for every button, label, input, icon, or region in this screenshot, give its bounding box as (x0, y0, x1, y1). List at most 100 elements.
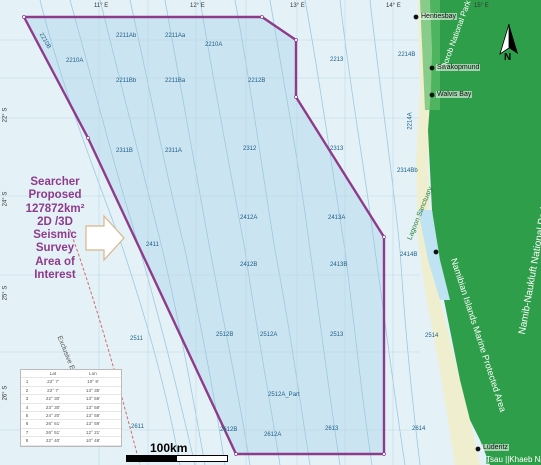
table-cell: 22° 40' (45, 438, 61, 444)
table-row: 6 26° 51' 13° 59' (21, 420, 121, 429)
table-cell: 13° 59' (85, 421, 101, 427)
table-cell: 22° 7' (47, 387, 59, 393)
block-label: 2214B (398, 52, 416, 58)
block-label: 2512B (216, 332, 234, 338)
table-row: 7 26° 51' 12° 21' (21, 429, 121, 438)
callout-line: Proposed (28, 189, 82, 202)
north-arrow-icon (499, 24, 518, 55)
table-cell: 26° 51' (45, 429, 61, 435)
table-cell: Lon (89, 371, 97, 376)
block-label: 2512A (260, 332, 278, 338)
table-cell: 7 (25, 429, 29, 435)
table-cell: 1 (25, 379, 29, 385)
table-cell: 13° 58' (85, 412, 101, 418)
block-label: 2210A (205, 42, 223, 48)
lat-label-22: 22° S (2, 107, 9, 123)
table-cell: 6 (25, 421, 29, 427)
block-label: 2412A (240, 215, 258, 221)
block-label: 2613 (325, 426, 339, 432)
town-label-luderitz: Lüderitz (482, 444, 509, 451)
lagoon-sanctuary-area (418, 210, 450, 300)
scale-label: 100km (150, 441, 188, 455)
block-label: 2214A (407, 112, 414, 130)
tsau-park-label: Tsau ||Khaeb National Park (486, 455, 541, 464)
lon-label-14: 14° E (386, 3, 401, 9)
block-label: 2211Ba (165, 78, 186, 84)
callout-line: Area of (35, 255, 75, 268)
lon-label-11: 11° E (94, 3, 109, 9)
block-label: 2210A (66, 58, 84, 64)
dorob-park-area (420, 0, 440, 110)
callout-line: 127872km² (25, 202, 85, 215)
table-cell: 10° 9' (87, 379, 99, 385)
lat-label-25: 25° S (2, 285, 9, 301)
table-cell: 23° 30' (45, 404, 61, 410)
block-label: 2211Aa (165, 33, 186, 39)
block-label: 2313 (330, 146, 344, 152)
block-label: 2611 (131, 424, 144, 430)
table-cell: 8 (25, 438, 29, 444)
land (428, 0, 541, 465)
block-label: 2311A (165, 148, 182, 154)
lon-label-15: 15° E (474, 3, 489, 9)
table-row: 3 22° 30' 13° 58' (21, 395, 121, 404)
town-label-walvis-bay: Walvis Bay (436, 91, 473, 98)
table-cell: 10° 48' (85, 438, 101, 444)
table-row: 4 23° 30' 13° 58' (21, 404, 121, 412)
table-cell: 13° 35' (85, 387, 101, 393)
block-label: 2412B (240, 262, 258, 268)
callout-line: Searcher (30, 176, 80, 188)
block-label: 2414B (400, 252, 418, 258)
coordinates-table: Lat Lon 1 22° 7' 10° 9' 2 22° 7' 13° 35'… (20, 369, 122, 447)
block-label: 2211Ab (116, 33, 137, 39)
town-label-swakopmund: Swakopmund (436, 64, 481, 71)
block-label: 2413B (330, 262, 348, 268)
table-cell: 12° 21' (85, 429, 101, 435)
callout-line: Survey (35, 242, 75, 255)
block-label: 2514 (425, 333, 439, 339)
table-cell: 26° 51' (45, 421, 61, 427)
scale-bar (126, 455, 228, 462)
lon-label-12: 12° E (190, 3, 205, 9)
town-markers (413, 14, 481, 452)
table-row: 1 22° 7' 10° 9' (21, 378, 121, 387)
survey-area-fill (24, 17, 384, 454)
north-label: N (504, 52, 512, 63)
callout-line: 2D /3D (37, 215, 73, 228)
table-cell: 24° 20' (45, 412, 61, 418)
survey-callout: Searcher Proposed 127872km² 2D /3D Seism… (2, 176, 108, 282)
town-label-hentiesbay: Hentiesbay (420, 13, 458, 20)
callout-line: Seismic (33, 229, 77, 242)
eez-line (69, 229, 141, 465)
block-label: 2413A (328, 215, 346, 221)
table-cell: 22° 7' (47, 379, 59, 385)
table-cell: 5 (25, 412, 29, 418)
lon-label-13: 13° E (290, 3, 305, 9)
block-label: 2612A (264, 432, 282, 438)
block-label: 2614 (412, 426, 426, 432)
table-cell: 2 (25, 387, 29, 393)
block-label: 2211Bb (116, 78, 137, 84)
table-cell: 13° 58' (85, 404, 101, 410)
block-label: 2511 (130, 336, 143, 342)
block-label: 2512A_Part (268, 392, 300, 398)
table-row: 8 22° 40' 10° 48' (21, 437, 121, 446)
block-label: 2612B (220, 427, 238, 433)
table-cell (21, 370, 33, 377)
table-row: 2 22° 7' 13° 35' (21, 387, 121, 396)
block-label: 2513 (330, 332, 344, 338)
table-cell: Lat (49, 371, 57, 376)
table-cell: 3 (25, 396, 29, 402)
table-row: 5 24° 20' 13° 58' (21, 412, 121, 421)
table-header: Lat Lon (21, 370, 121, 379)
block-label: 2411 (146, 242, 159, 248)
callout-arrow (85, 214, 125, 262)
block-label: 2312 (243, 146, 257, 152)
lat-label-26: 26° S (2, 385, 9, 401)
callout-line: Interest (34, 269, 76, 282)
polygon-vertices (22, 15, 386, 456)
table-cell: 22° 30' (45, 396, 61, 402)
table-cell: 13° 58' (85, 396, 101, 402)
block-label: 2212B (248, 78, 266, 84)
